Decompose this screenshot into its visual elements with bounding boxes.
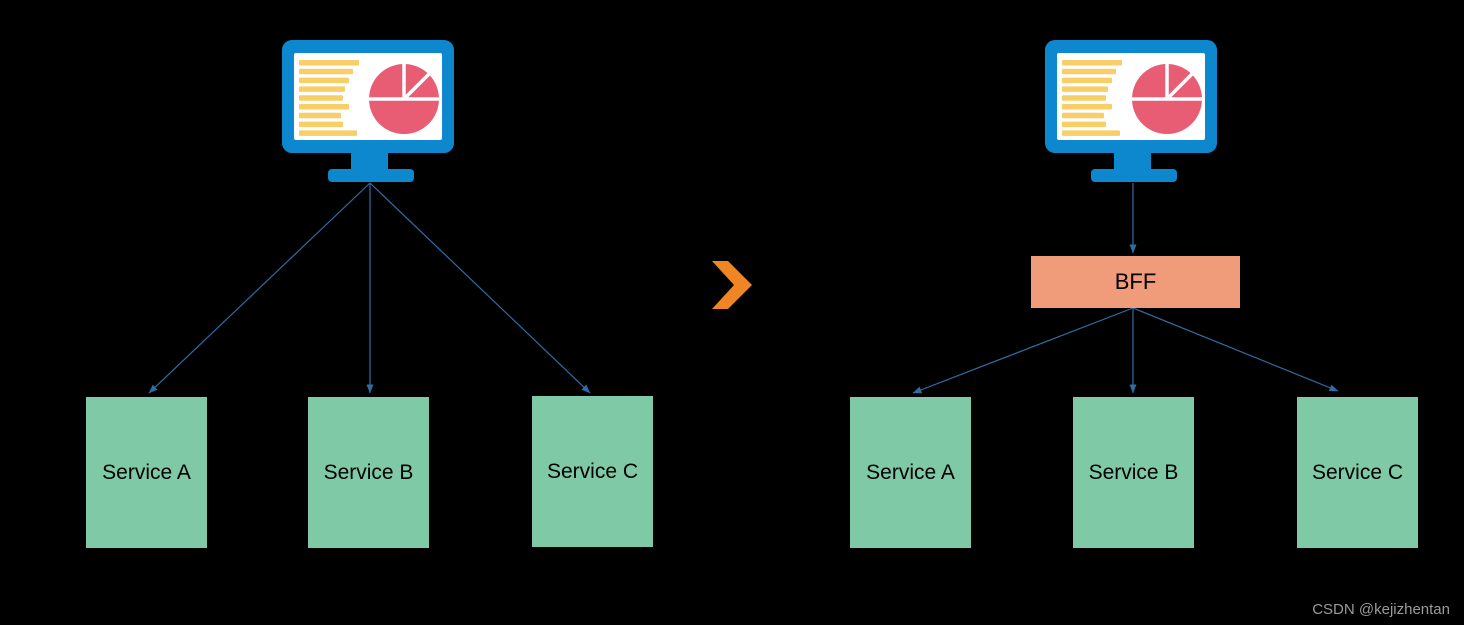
dashboard-pie-chart [1132, 64, 1202, 134]
dashboard-text-lines [1062, 60, 1122, 136]
monitor-stand-base [328, 169, 414, 182]
chevron-right-icon [712, 261, 752, 309]
dashboard-pie-chart [369, 64, 439, 134]
client-monitor-icon-right [1045, 40, 1217, 182]
right-service-b-node: Service B [1073, 397, 1194, 548]
watermark-text: CSDN @kejizhentan [1312, 601, 1450, 618]
monitor-stand-base [1091, 169, 1177, 182]
dashboard-text-lines [299, 60, 359, 136]
right-service-a-node: Service A [850, 397, 971, 548]
client-monitor-icon-left [282, 40, 454, 182]
right-service-c-node: Service C [1297, 397, 1418, 548]
left-service-b-node: Service B [308, 397, 429, 548]
bff-node: BFF [1031, 256, 1240, 308]
left-service-a-node: Service A [86, 397, 207, 548]
left-service-c-node: Service C [532, 396, 653, 547]
